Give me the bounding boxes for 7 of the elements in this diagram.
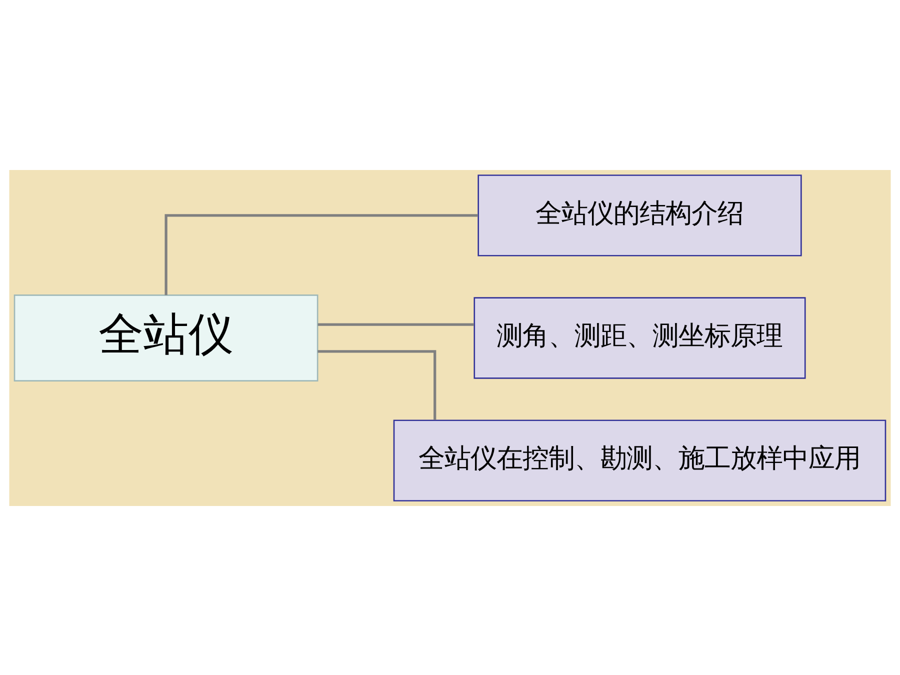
connector — [318, 350, 436, 420]
connector — [164, 214, 478, 295]
node-box: 测角、测距、测坐标原理 — [474, 296, 806, 378]
connector — [318, 322, 474, 326]
node-box: 全站仪的结构介绍 — [478, 174, 802, 256]
node-box: 全站仪 — [14, 294, 318, 381]
node-box: 全站仪在控制、勘测、施工放样中应用 — [393, 419, 886, 501]
